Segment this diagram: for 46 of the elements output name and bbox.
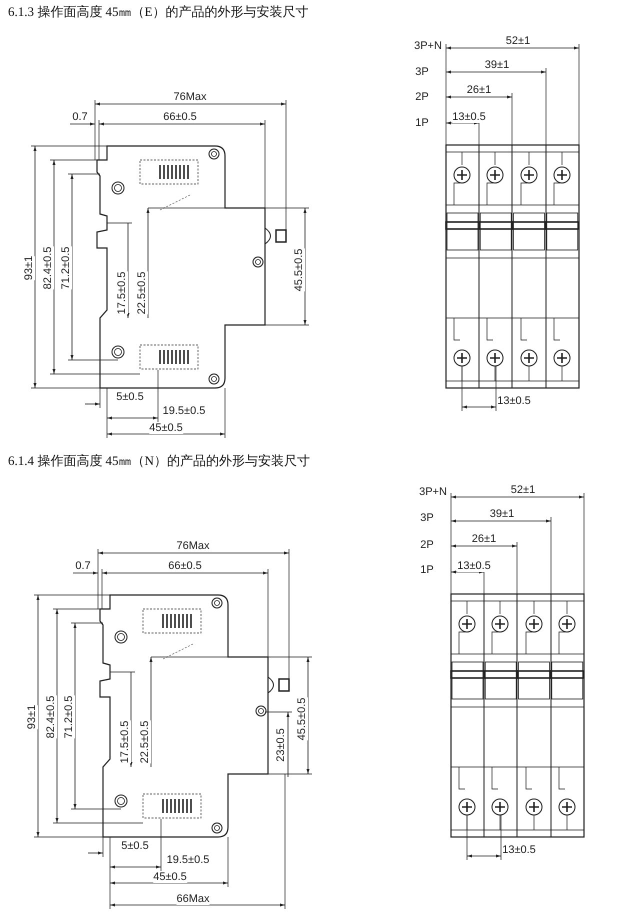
dimension-label: 71.2±0.5 [60,246,72,290]
dimension-label: 26±1 [472,533,496,545]
dimension-label: 66±0.5 [163,111,197,123]
dimension-label: 76Max [176,540,210,552]
dimension-label: 93±1 [26,704,38,730]
dimension-label: 52±1 [506,35,530,47]
dimension-label: 5±0.5 [116,391,144,403]
dimension-label: 52±1 [510,484,536,496]
dimension-label: 45±0.5 [149,422,183,434]
dimension-label: 13±0.5 [502,844,536,856]
dimension-label: 26±1 [466,84,492,96]
dimension-label: 93±1 [23,256,35,280]
dimension-label: 45±0.5 [153,871,187,883]
pole-label: 1P [415,117,429,129]
pole-label: 2P [415,91,429,103]
pole-label: 3P+N [414,40,442,52]
dimension-label: 82.4±0.5 [45,696,57,738]
section-heading: 6.1.3 操作面高度 45㎜（E）的产品的外形与安装尺寸 [8,3,308,21]
dimension-label: 66Max [176,893,210,905]
dimension-label: 19.5±0.5 [166,854,210,866]
dimension-label: 76Max [173,91,207,103]
dimension-label: 23±0.5 [275,728,287,762]
pole-label: 2P [420,539,434,551]
dimension-label: 22.5±0.5 [139,720,151,764]
pole-label: 1P [420,564,434,576]
dimension-label: 13±0.5 [452,111,486,123]
dimension-label: 19.5±0.5 [162,405,206,417]
section-heading: 6.1.4 操作面高度 45㎜（N）的产品的外形与安装尺寸 [8,452,310,470]
dimension-label: 5±0.5 [121,840,149,852]
pole-label: 3P+N [419,486,447,498]
dimension-label: 0.7 [72,111,88,123]
dimension-label: 13±0.5 [457,560,491,572]
pole-label: 3P [420,512,434,524]
pole-label: 3P [415,66,429,78]
dimension-label: 66±0.5 [168,560,202,572]
dimension-label: 82.4±0.5 [42,246,54,290]
dimension-label: 39±1 [490,508,514,520]
dimension-label: 45.5±0.5 [293,248,305,292]
dimension-label: 13±0.5 [497,395,531,407]
dimension-label: 45.5±0.5 [296,698,308,740]
dimension-label: 22.5±0.5 [136,272,148,314]
dimension-label: 17.5±0.5 [119,720,131,764]
dimension-label: 71.2±0.5 [63,696,75,738]
dimension-label: 17.5±0.5 [116,272,128,314]
dimension-label: 0.7 [75,560,91,572]
dimension-label: 39±1 [484,59,510,71]
